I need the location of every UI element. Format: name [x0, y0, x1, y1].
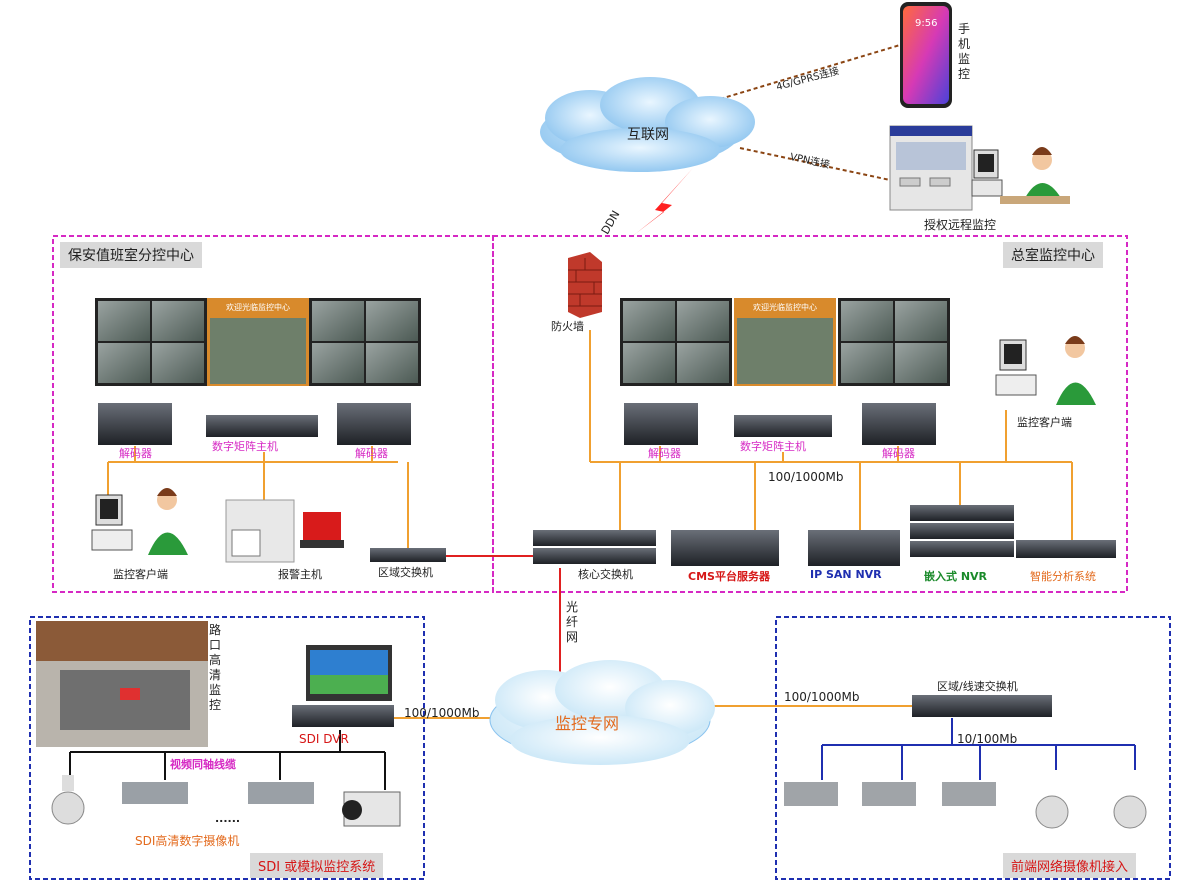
frontend-speed-label: 10/100Mb — [957, 732, 1018, 746]
remote-label: 授权远程监控 — [924, 218, 997, 232]
red-links — [445, 555, 561, 680]
private-net-right-speed: 100/1000Mb — [784, 690, 860, 704]
main-video-wall — [620, 298, 950, 386]
left-client-icon — [91, 488, 188, 555]
embedded-label: 嵌入式 NVR — [924, 570, 988, 583]
left-screen-title: 欢迎光临监控中心 — [226, 303, 290, 312]
core-switch-label: 核心交换机 — [578, 568, 633, 581]
coax-bus-lines — [69, 730, 386, 790]
frontend-bus-lines — [821, 718, 1136, 780]
frontend-region-border — [775, 616, 1171, 880]
left-video-wall — [95, 298, 421, 386]
main-speed-label: 100/1000Mb — [768, 470, 844, 484]
left-client-label: 监控客户端 — [113, 568, 168, 581]
sdi-camera-label: SDI高清数字摄像机 — [135, 834, 240, 848]
private-net-left-speed: 100/1000Mb — [404, 706, 480, 720]
internet-label: 互联网 — [627, 127, 669, 143]
main-matrix-label: 数字矩阵主机 — [740, 440, 806, 453]
main-decoder-left-label: 解码器 — [648, 447, 681, 460]
main-decoders — [624, 403, 936, 445]
internet-cloud — [540, 77, 755, 172]
cms-label: CMS平台服务器 — [688, 570, 770, 583]
ipsan-nvr-icon — [808, 530, 900, 566]
smart-analysis-icon — [1016, 540, 1116, 558]
main-decoder-right-label: 解码器 — [882, 447, 915, 460]
sdi-region-border — [29, 616, 425, 880]
main-client-label: 监控客户端 — [1017, 416, 1072, 429]
phone-label: 手机监控 — [957, 22, 970, 81]
ddn-bolt-icon — [630, 168, 693, 238]
sdi-dots: ...... — [215, 812, 241, 825]
vpn-link — [739, 147, 891, 181]
cms-server-icon — [671, 530, 779, 566]
firewall-icon — [568, 252, 602, 318]
ipsan-label: IP SAN NVR — [810, 568, 882, 581]
alarm-host-icon — [225, 499, 344, 563]
sdi-dvr-monitor-icon — [292, 645, 394, 727]
frontend-cameras — [784, 782, 1147, 829]
frontend-region-title: 前端网络摄像机接入 — [1003, 853, 1137, 878]
crossing-photo — [36, 621, 208, 747]
main-client-icon — [995, 336, 1096, 405]
core-switch-icon — [533, 530, 656, 564]
private-net-cloud — [489, 660, 715, 765]
left-matrix-label: 数字矩阵主机 — [212, 440, 278, 453]
left-decoder-left-label: 解码器 — [119, 447, 152, 460]
left-decoder-right-label: 解码器 — [355, 447, 388, 460]
smart-label: 智能分析系统 — [1030, 570, 1096, 583]
main-center-title: 总室监控中心 — [1003, 242, 1103, 268]
alarm-label: 报警主机 — [278, 568, 322, 581]
embedded-nvr-icon — [910, 505, 1014, 557]
firewall-label: 防火墙 — [551, 320, 584, 333]
main-screen-title: 欢迎光临监控中心 — [753, 303, 817, 312]
main-center-border — [492, 235, 1128, 593]
crossing-label: 路口高清监控 — [208, 623, 221, 712]
left-center-title: 保安值班室分控中心 — [60, 242, 202, 268]
region-switch-icon — [370, 548, 446, 562]
remote-workstation-icon — [889, 125, 1070, 211]
phone-icon — [900, 2, 952, 108]
sdi-region-title: SDI 或模拟监控系统 — [250, 853, 384, 878]
region-switch-label: 区域交换机 — [378, 566, 433, 579]
orange-bus-lines — [107, 330, 1073, 719]
private-net-label: 监控专网 — [555, 714, 620, 733]
phone-time: 9:56 — [915, 18, 938, 29]
frontend-switch-label: 区域/线速交换机 — [937, 680, 1018, 693]
coax-label: 视频同轴线缆 — [170, 758, 236, 771]
sdi-dvr-label: SDI DVR — [299, 732, 349, 746]
sdi-cameras — [51, 775, 401, 827]
frontend-switch-icon — [912, 695, 1052, 717]
fiber-label: 光纤网 — [565, 600, 578, 644]
left-decoders — [98, 403, 411, 445]
